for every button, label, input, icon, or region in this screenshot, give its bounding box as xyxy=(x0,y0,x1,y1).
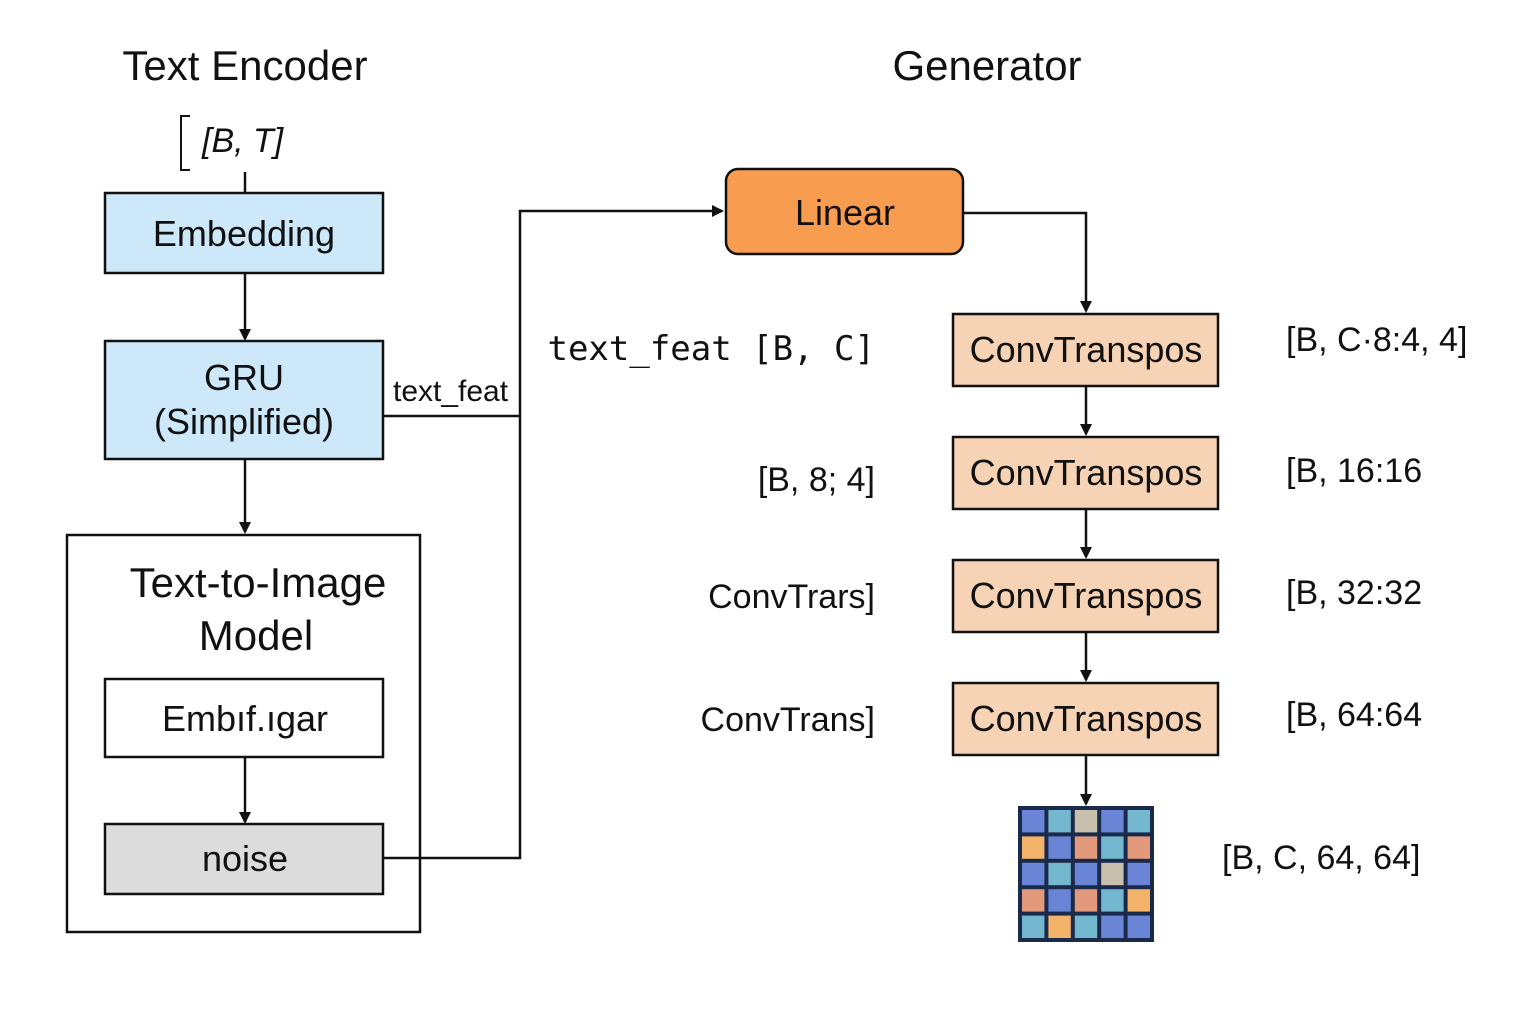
right-shape-1: [B, C·8:4, 4] xyxy=(1286,321,1467,359)
output-pixel-cell xyxy=(1022,862,1045,886)
left-label-2: [B, 8; 4] xyxy=(758,461,875,499)
input-shape-label: [B, T] xyxy=(201,122,285,160)
noise-to-linear-connector xyxy=(383,205,724,860)
model-embedding-box xyxy=(103,677,385,759)
conv-label-1: ConvTranspos xyxy=(970,329,1203,370)
linear-label: Linear xyxy=(795,192,895,233)
output-pixel-cell xyxy=(1101,810,1124,833)
output-pixel-cell xyxy=(1022,810,1045,833)
output-pixel-cell xyxy=(1048,889,1071,912)
left-label-1: text_feat [B, C] xyxy=(547,329,875,369)
right-shape-3: [B, 32:32 xyxy=(1286,574,1422,612)
output-pixel-cell xyxy=(1101,915,1124,938)
conv-block-3: ConvTranspos xyxy=(951,558,1220,634)
output-pixel-cell xyxy=(1022,836,1045,859)
gru-box xyxy=(103,339,385,461)
text-feat-label: text_feat xyxy=(393,375,509,408)
gru-label-line2: (Simplified) xyxy=(154,401,334,442)
output-pixel-cell xyxy=(1127,862,1150,886)
output-pixel-cell xyxy=(1127,889,1150,912)
output-pixel-cell xyxy=(1074,889,1098,912)
output-pixel-cell xyxy=(1101,889,1124,912)
output-pixel-cell xyxy=(1074,836,1098,859)
right-shape-4: [B, 64:64 xyxy=(1286,696,1422,734)
left-label-4: ConvTrans] xyxy=(701,701,875,739)
output-pixel-cell xyxy=(1048,915,1071,938)
linear-box xyxy=(724,167,965,256)
output-image-grid xyxy=(1018,806,1154,942)
input-bracket xyxy=(180,115,190,171)
text-encoder-title: Text Encoder xyxy=(122,42,367,89)
generator-title: Generator xyxy=(892,42,1081,89)
output-shape-label: [B, C, 64, 64] xyxy=(1222,839,1420,877)
gru-label-line1: GRU xyxy=(204,357,284,398)
conv-block-1: ConvTranspos xyxy=(951,312,1220,388)
output-pixel-cell xyxy=(1048,836,1071,859)
output-pixel-cell xyxy=(1074,915,1098,938)
linear-to-conv1-arrow xyxy=(963,211,1092,313)
model-title-line2: Model xyxy=(199,612,313,659)
conv-box-2 xyxy=(951,435,1220,511)
model-title-line1: Text-to-Image xyxy=(130,559,387,606)
right-shape-2: [B, 16:16 xyxy=(1286,452,1422,490)
conv-box-1 xyxy=(951,312,1220,388)
conv-block-2: ConvTranspos xyxy=(951,435,1220,511)
conv-label-2: ConvTranspos xyxy=(970,452,1203,493)
output-pixel-cell xyxy=(1048,862,1071,886)
model-embedding-label: Embıf.ıgar xyxy=(162,698,328,739)
output-pixel-cell xyxy=(1101,836,1124,859)
conv-label-4: ConvTranspos xyxy=(970,698,1203,739)
embedding-label: Embedding xyxy=(153,213,335,254)
output-pixel-cell xyxy=(1074,862,1098,886)
output-pixel-cell xyxy=(1101,862,1124,886)
noise-label: noise xyxy=(202,838,288,879)
output-pixel-cell xyxy=(1022,915,1045,938)
output-pixel-cell xyxy=(1022,889,1045,912)
output-pixel-cell xyxy=(1127,810,1150,833)
left-label-3: ConvTrars] xyxy=(708,578,875,616)
output-pixel-cell xyxy=(1127,836,1150,859)
noise-box xyxy=(103,822,385,896)
conv-block-4: ConvTranspos xyxy=(951,681,1220,757)
output-pixel-cell xyxy=(1074,810,1098,833)
output-pixel-cell xyxy=(1127,915,1150,938)
conv-label-3: ConvTranspos xyxy=(970,575,1203,616)
conv-box-4 xyxy=(951,681,1220,757)
output-pixel-cell xyxy=(1048,810,1071,833)
